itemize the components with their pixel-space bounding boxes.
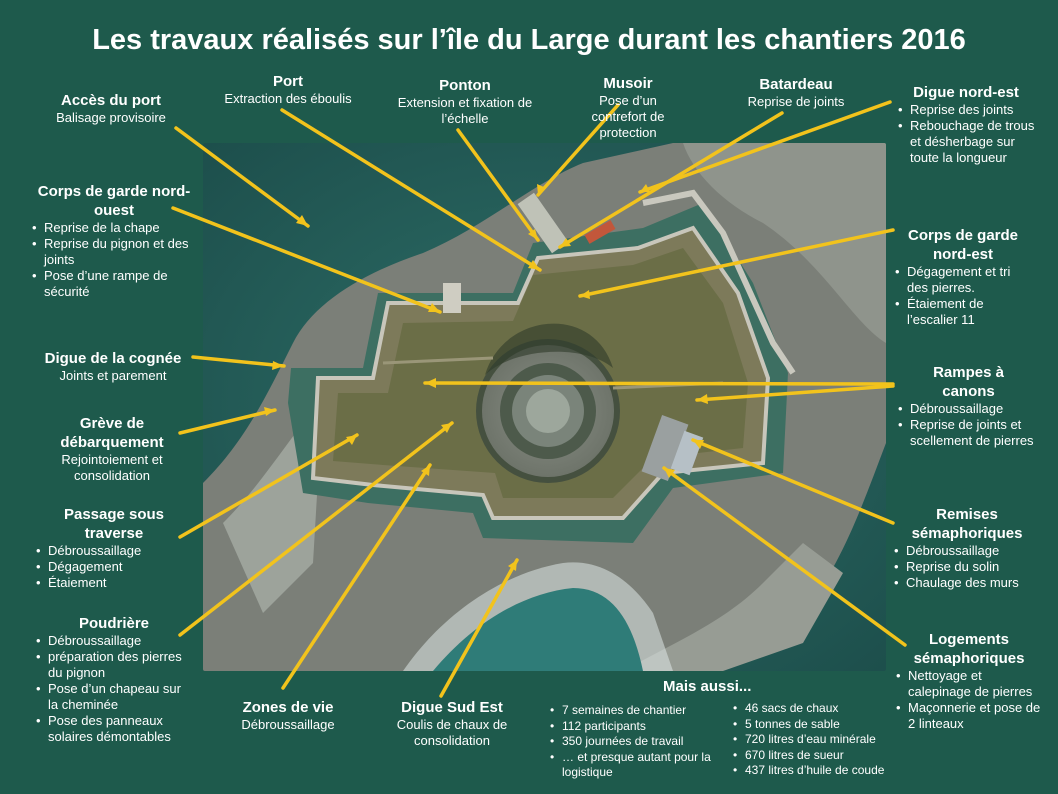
list-item: 670 litres de sueur: [733, 748, 913, 764]
list-item: Reprise des joints: [896, 102, 1036, 118]
label-text: Balisage provisoire: [56, 110, 166, 125]
list-item: 720 litres d’eau minérale: [733, 732, 913, 748]
label-title: Corps de garde nord-ouest: [37, 183, 191, 219]
page-title: Les travaux réalisés sur l’île du Large …: [92, 24, 966, 56]
leader-remises: [691, 438, 895, 525]
list-item: Pose d’un chapeau sur la cheminée: [34, 681, 194, 713]
label-title: Digue de la cognée: [44, 350, 182, 367]
list-item: Débroussaillage: [34, 633, 194, 649]
leader-greve: [178, 408, 277, 435]
list-item: Maçonnerie et pose de 2 linteaux: [894, 700, 1044, 732]
leader-digue-se: [439, 558, 519, 698]
label-title: Logements sémaphoriques: [913, 631, 1025, 667]
list-item: 112 participants: [550, 719, 722, 735]
label-corps-de-garde-nord-ouest: Corps de garde nord-ouest Reprise de la …: [30, 182, 198, 300]
list-item: 350 journées de travail: [550, 734, 722, 750]
label-text: Extension et fixation de l’échelle: [397, 95, 533, 126]
label-title: Ponton: [439, 77, 491, 94]
label-text: Rejointoiement et consolidation: [61, 452, 163, 483]
label-batardeau: Batardeau Reprise de joints: [730, 75, 862, 110]
label-corps-de-garde-nord-est: Corps de garde nord-est Dégagement et tr…: [893, 226, 1033, 328]
label-musoir: Musoir Pose d’un contrefort de protectio…: [578, 74, 678, 141]
list-item: Débroussaillage: [34, 543, 194, 559]
list-item: Étaiement de l’escalier 11: [893, 296, 1033, 328]
leader-zones: [281, 463, 432, 690]
list-item: Nettoyage et calepinage de pierres: [894, 668, 1044, 700]
mais-aussi-left-list: 7 semaines de chantier 112 participants …: [550, 703, 722, 781]
label-text: Extraction des éboulis: [224, 91, 352, 106]
list-item: Étaiement: [34, 575, 194, 591]
label-port: Port Extraction des éboulis: [212, 72, 364, 107]
list-item: 437 litres d’huile de coude: [733, 763, 913, 779]
list-item: Reprise du pignon et des joints: [30, 236, 198, 268]
label-text: Pose d’un contrefort de protection: [591, 93, 665, 140]
label-ponton: Ponton Extension et fixation de l’échell…: [394, 76, 536, 127]
list-item: Dégagement et tri des pierres.: [893, 264, 1033, 296]
leader-rampes-1: [423, 381, 895, 386]
label-zones-de-vie: Zones de vie Débroussaillage: [222, 698, 354, 733]
list-item: Dégagement: [34, 559, 194, 575]
label-text: Reprise de joints: [747, 94, 845, 109]
label-title: Port: [273, 73, 303, 90]
list-item: … et presque autant pour la logistique: [550, 750, 722, 781]
label-title: Batardeau: [759, 76, 833, 93]
list-item: Pose des panneaux solaires démontables: [34, 713, 194, 745]
label-passage-sous-traverse: Passage sous traverse Débroussaillage Dé…: [34, 505, 194, 591]
label-logements-semaphoriques: Logements sémaphoriques Nettoyage et cal…: [894, 630, 1044, 732]
list-item: Reprise de la chape: [30, 220, 198, 236]
list-item: Reprise de joints et scellement de pierr…: [896, 417, 1041, 449]
list-item: Débroussaillage: [896, 401, 1041, 417]
label-title: Poudrière: [78, 615, 150, 632]
label-title: Passage sous traverse: [63, 506, 165, 542]
list-item: 46 sacs de chaux: [733, 701, 913, 717]
label-text: Joints et parement: [59, 368, 167, 383]
label-title: Remises sémaphoriques: [911, 506, 1023, 542]
label-title: Digue nord-est: [913, 84, 1019, 101]
list-item: préparation des pierres du pignon: [34, 649, 194, 681]
label-digue-nord-est: Digue nord-est Reprise des joints Rebouc…: [896, 83, 1036, 166]
leader-acces: [174, 126, 310, 228]
leader-corps-no: [171, 206, 442, 314]
label-title: Corps de garde nord-est: [907, 227, 1019, 263]
list-item: Débroussaillage: [892, 543, 1042, 559]
label-text: Débroussaillage: [241, 717, 335, 732]
leader-digue-ne: [638, 100, 892, 194]
leader-cognee: [191, 355, 286, 368]
leader-ponton: [456, 128, 540, 242]
label-title: Rampes à canons: [933, 364, 1004, 400]
mais-aussi-right-list: 46 sacs de chaux 5 tonnes de sable 720 l…: [733, 701, 913, 779]
leader-musoir: [536, 103, 620, 197]
label-digue-de-la-cognee: Digue de la cognée Joints et parement: [30, 349, 196, 384]
list-item: 5 tonnes de sable: [733, 717, 913, 733]
leader-passage: [178, 433, 359, 539]
leader-rampes-2: [695, 384, 895, 402]
label-acces-du-port: Accès du port Balisage provisoire: [36, 91, 186, 126]
leader-logements: [662, 466, 907, 647]
label-title: Musoir: [603, 75, 653, 92]
label-poudriere: Poudrière Débroussaillage préparation de…: [34, 614, 194, 745]
label-greve-de-debarquement: Grève de débarquement Rejointoiement et …: [40, 414, 184, 484]
label-title: Digue Sud Est: [401, 699, 503, 716]
list-item: Rebouchage de trous et désherbage sur to…: [896, 118, 1036, 166]
list-item: Reprise du solin: [892, 559, 1042, 575]
leader-port: [280, 108, 542, 272]
list-item: Chaulage des murs: [892, 575, 1042, 591]
label-remises-semaphoriques: Remises sémaphoriques Débroussaillage Re…: [892, 505, 1042, 591]
label-title: Grève de débarquement: [60, 415, 164, 451]
label-title: Zones de vie: [242, 699, 334, 716]
mais-aussi-title: Mais aussi...: [663, 678, 752, 695]
list-item: 7 semaines de chantier: [550, 703, 722, 719]
leader-corps-ne: [578, 228, 895, 298]
list-item: Pose d’une rampe de sécurité: [30, 268, 198, 300]
leader-poudriere: [178, 421, 454, 637]
label-title: Accès du port: [60, 92, 162, 109]
label-digue-sud-est: Digue Sud Est Coulis de chaux de consoli…: [378, 698, 526, 749]
label-text: Coulis de chaux de consolidation: [396, 717, 508, 748]
label-rampes-a-canons: Rampes à canons Débroussaillage Reprise …: [896, 363, 1041, 449]
